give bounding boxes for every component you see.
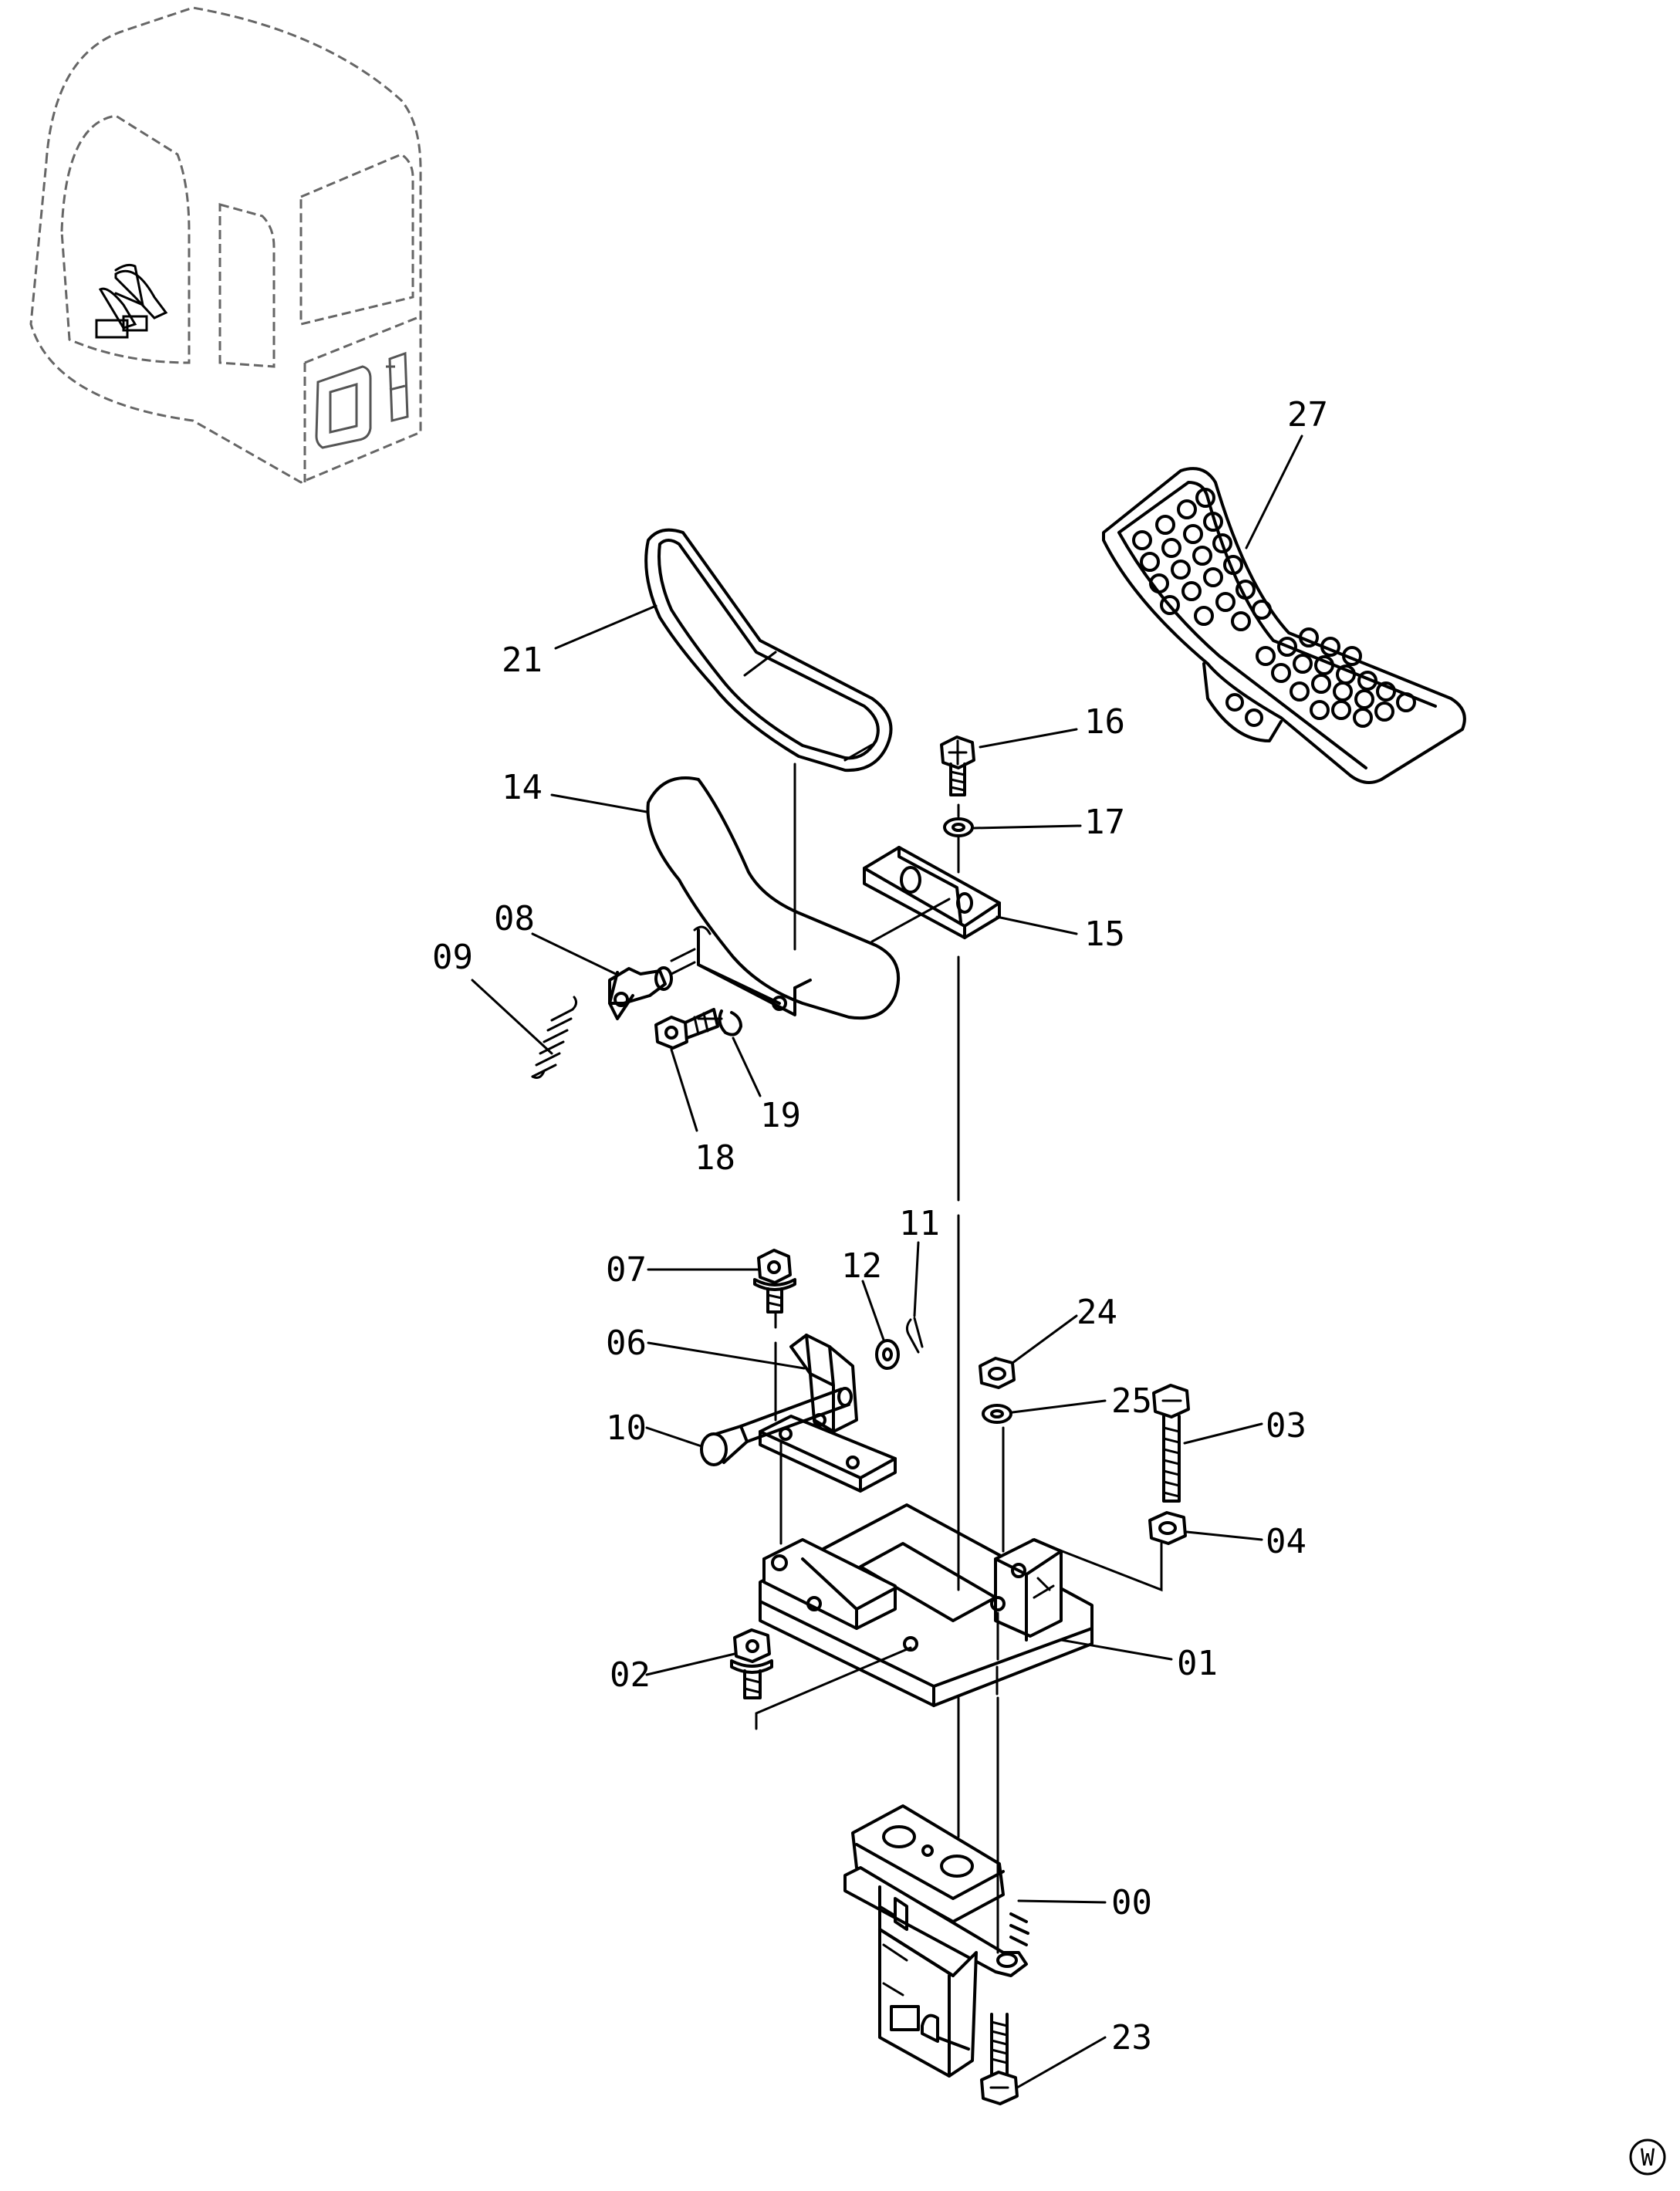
part-23-bolt[interactable] <box>980 2013 1019 2105</box>
part-24-nut[interactable] <box>979 1357 1016 1389</box>
callout-18: 18 <box>695 1138 735 1178</box>
part-19-snap-ring[interactable] <box>718 1009 742 1036</box>
callout-01: 01 <box>1177 1644 1218 1683</box>
callout-02: 02 <box>610 1655 651 1695</box>
callout-11: 11 <box>899 1204 940 1243</box>
callout-12: 12 <box>841 1246 882 1286</box>
cab-location-thumbnail <box>29 6 422 484</box>
callout-14: 14 <box>502 768 543 807</box>
part-04-nut[interactable] <box>1148 1511 1187 1545</box>
callout-24: 24 <box>1077 1293 1117 1332</box>
callout-10: 10 <box>606 1408 647 1448</box>
part-00-pilot-valve[interactable] <box>843 1804 1029 2078</box>
part-01-base-plate[interactable] <box>759 1503 1094 1707</box>
callout-25: 25 <box>1111 1381 1152 1421</box>
part-11-cotter-pin[interactable] <box>905 1317 924 1354</box>
part-27-pedal-cover[interactable] <box>1102 467 1466 784</box>
callout-04: 04 <box>1266 1522 1306 1561</box>
part-09-spring[interactable] <box>531 996 578 1079</box>
assembly-lines <box>670 762 1163 1954</box>
part-18-bolt[interactable] <box>654 1008 719 1050</box>
corner-mark-letter: W <box>1641 2145 1655 2172</box>
part-12-washer[interactable] <box>875 1339 900 1370</box>
callout-16: 16 <box>1084 702 1125 742</box>
part-25-washer[interactable] <box>982 1404 1012 1424</box>
part-15-bracket[interactable] <box>863 846 1001 939</box>
callout-15: 15 <box>1084 915 1125 954</box>
part-02-bolt[interactable] <box>730 1628 773 1699</box>
pedal-cover-studs <box>1132 488 1416 728</box>
callout-07: 07 <box>606 1250 647 1290</box>
part-03-bolt[interactable] <box>1152 1384 1190 1503</box>
callout-17: 17 <box>1084 803 1125 842</box>
part-14-pedal[interactable] <box>646 776 901 1020</box>
corner-mark-badge: W <box>1629 2139 1666 2176</box>
part-17-washer[interactable] <box>943 817 974 837</box>
callout-03: 03 <box>1266 1406 1306 1445</box>
pedal-highlight-icon <box>95 263 168 339</box>
callout-labels: 27 21 16 17 14 15 08 09 19 18 11 07 12 0… <box>432 395 1328 2057</box>
part-16-bolt[interactable] <box>940 735 975 796</box>
part-21-pedal-pad[interactable] <box>644 528 893 773</box>
callout-09: 09 <box>432 938 473 977</box>
part-10-pin[interactable] <box>700 1387 853 1466</box>
callout-21: 21 <box>502 641 543 680</box>
callout-06: 06 <box>606 1324 647 1363</box>
part-07-bolt[interactable] <box>753 1249 796 1314</box>
callout-19: 19 <box>760 1096 801 1135</box>
callout-27: 27 <box>1287 395 1328 434</box>
callout-08: 08 <box>494 899 535 938</box>
leader-lines <box>471 434 1303 2089</box>
callout-23: 23 <box>1111 2018 1152 2057</box>
part-08-stopper[interactable] <box>608 961 696 1020</box>
callout-00: 00 <box>1111 1883 1152 1922</box>
